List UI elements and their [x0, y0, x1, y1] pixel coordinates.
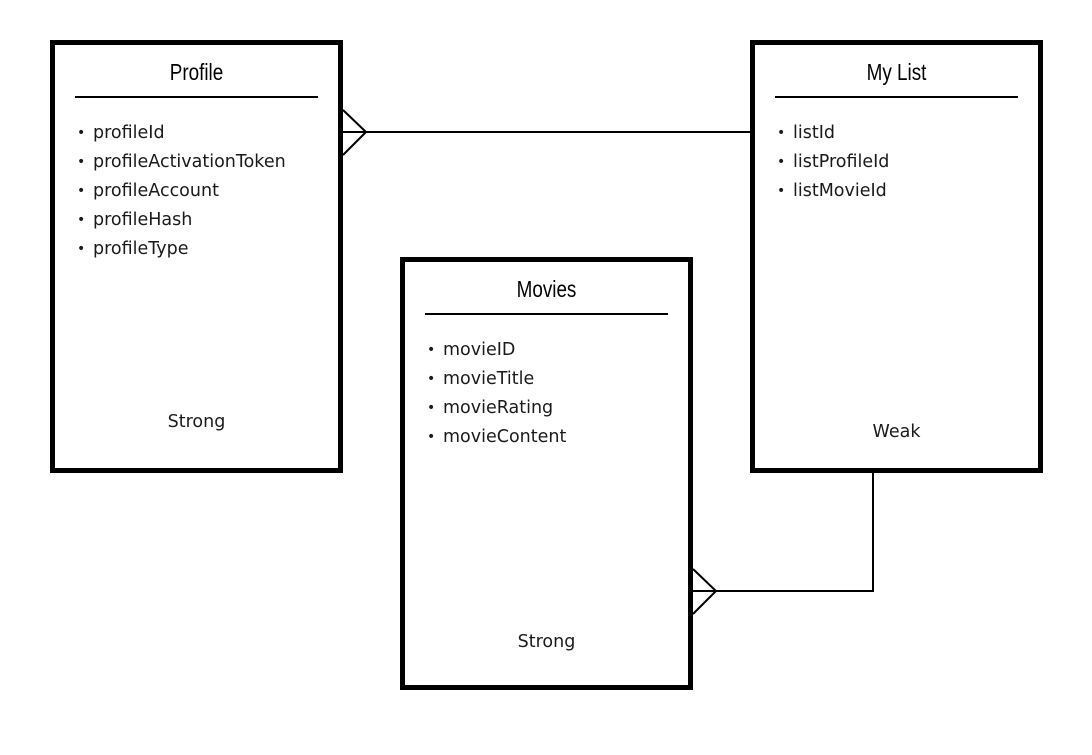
bullet-icon: •: [777, 125, 786, 141]
attribute-item: • movieTitle: [425, 365, 566, 394]
attribute-label: profileType: [93, 239, 189, 259]
bullet-icon: •: [427, 429, 436, 445]
bullet-icon: •: [77, 212, 86, 228]
attribute-label: movieTitle: [443, 369, 535, 389]
entity-title: Movies: [516, 276, 577, 302]
attribute-label: movieContent: [443, 427, 567, 447]
attribute-item: • movieContent: [425, 423, 566, 452]
attribute-item: • profileAccount: [75, 177, 286, 206]
bullet-icon: •: [77, 241, 86, 257]
attribute-list: • profileId • profileActivationToken • profil…: [75, 119, 286, 264]
entity-type-label: Strong: [517, 632, 576, 652]
movies-mylist-connector: [692, 473, 874, 615]
bullet-icon: •: [427, 400, 436, 416]
attribute-label: profileId: [93, 123, 165, 143]
movies-mylist-line: [693, 473, 874, 592]
entity-type-label: Strong: [167, 412, 226, 432]
profile-entity[interactable]: Profile • profileId • profileActivationToke…: [50, 40, 343, 473]
bullet-icon: •: [427, 371, 436, 387]
attribute-item: • profileActivationToken: [75, 148, 286, 177]
attribute-item: • profileType: [75, 235, 286, 264]
bullet-icon: •: [427, 342, 436, 358]
attribute-label: listProfileId: [793, 152, 890, 172]
attribute-item: • profileHash: [75, 206, 286, 235]
attribute-label: profileActivationToken: [93, 152, 286, 172]
entity-type-label: Weak: [872, 422, 921, 442]
bullet-icon: •: [777, 183, 786, 199]
attribute-label: movieRating: [443, 398, 554, 418]
profile-mylist-connector: [342, 109, 750, 156]
attribute-label: profileHash: [93, 210, 193, 230]
attribute-label: profileAccount: [93, 181, 219, 201]
attribute-item: • movieRating: [425, 394, 566, 423]
title-divider: [425, 313, 668, 315]
attribute-item: • listId: [775, 119, 889, 148]
movies-entity[interactable]: Movies • movieID • movieTitle • movieRating • m…: [400, 257, 693, 690]
attribute-item: • movieID: [425, 336, 566, 365]
attribute-list: • movieID • movieTitle • movieRating • movieCon…: [425, 336, 566, 452]
attribute-item: • listMovieId: [775, 177, 889, 206]
attribute-label: listId: [793, 123, 835, 143]
title-divider: [775, 96, 1018, 98]
bullet-icon: •: [77, 183, 86, 199]
attribute-label: listMovieId: [793, 181, 887, 201]
title-divider: [75, 96, 318, 98]
profile-crowfoot: [342, 109, 368, 156]
attribute-item: • listProfileId: [775, 148, 889, 177]
entity-title: Profile: [169, 59, 224, 85]
attribute-list: • listId • listProfileId • listMovieId: [775, 119, 889, 206]
bullet-icon: •: [777, 154, 786, 170]
entity-title: My List: [866, 59, 927, 85]
bullet-icon: •: [77, 125, 86, 141]
attribute-label: movieID: [443, 340, 516, 360]
bullet-icon: •: [77, 154, 86, 170]
attribute-item: • profileId: [75, 119, 286, 148]
my-list-entity[interactable]: My List • listId • listProfileId • listMovieI…: [750, 40, 1043, 473]
movies-crowfoot: [692, 568, 718, 615]
